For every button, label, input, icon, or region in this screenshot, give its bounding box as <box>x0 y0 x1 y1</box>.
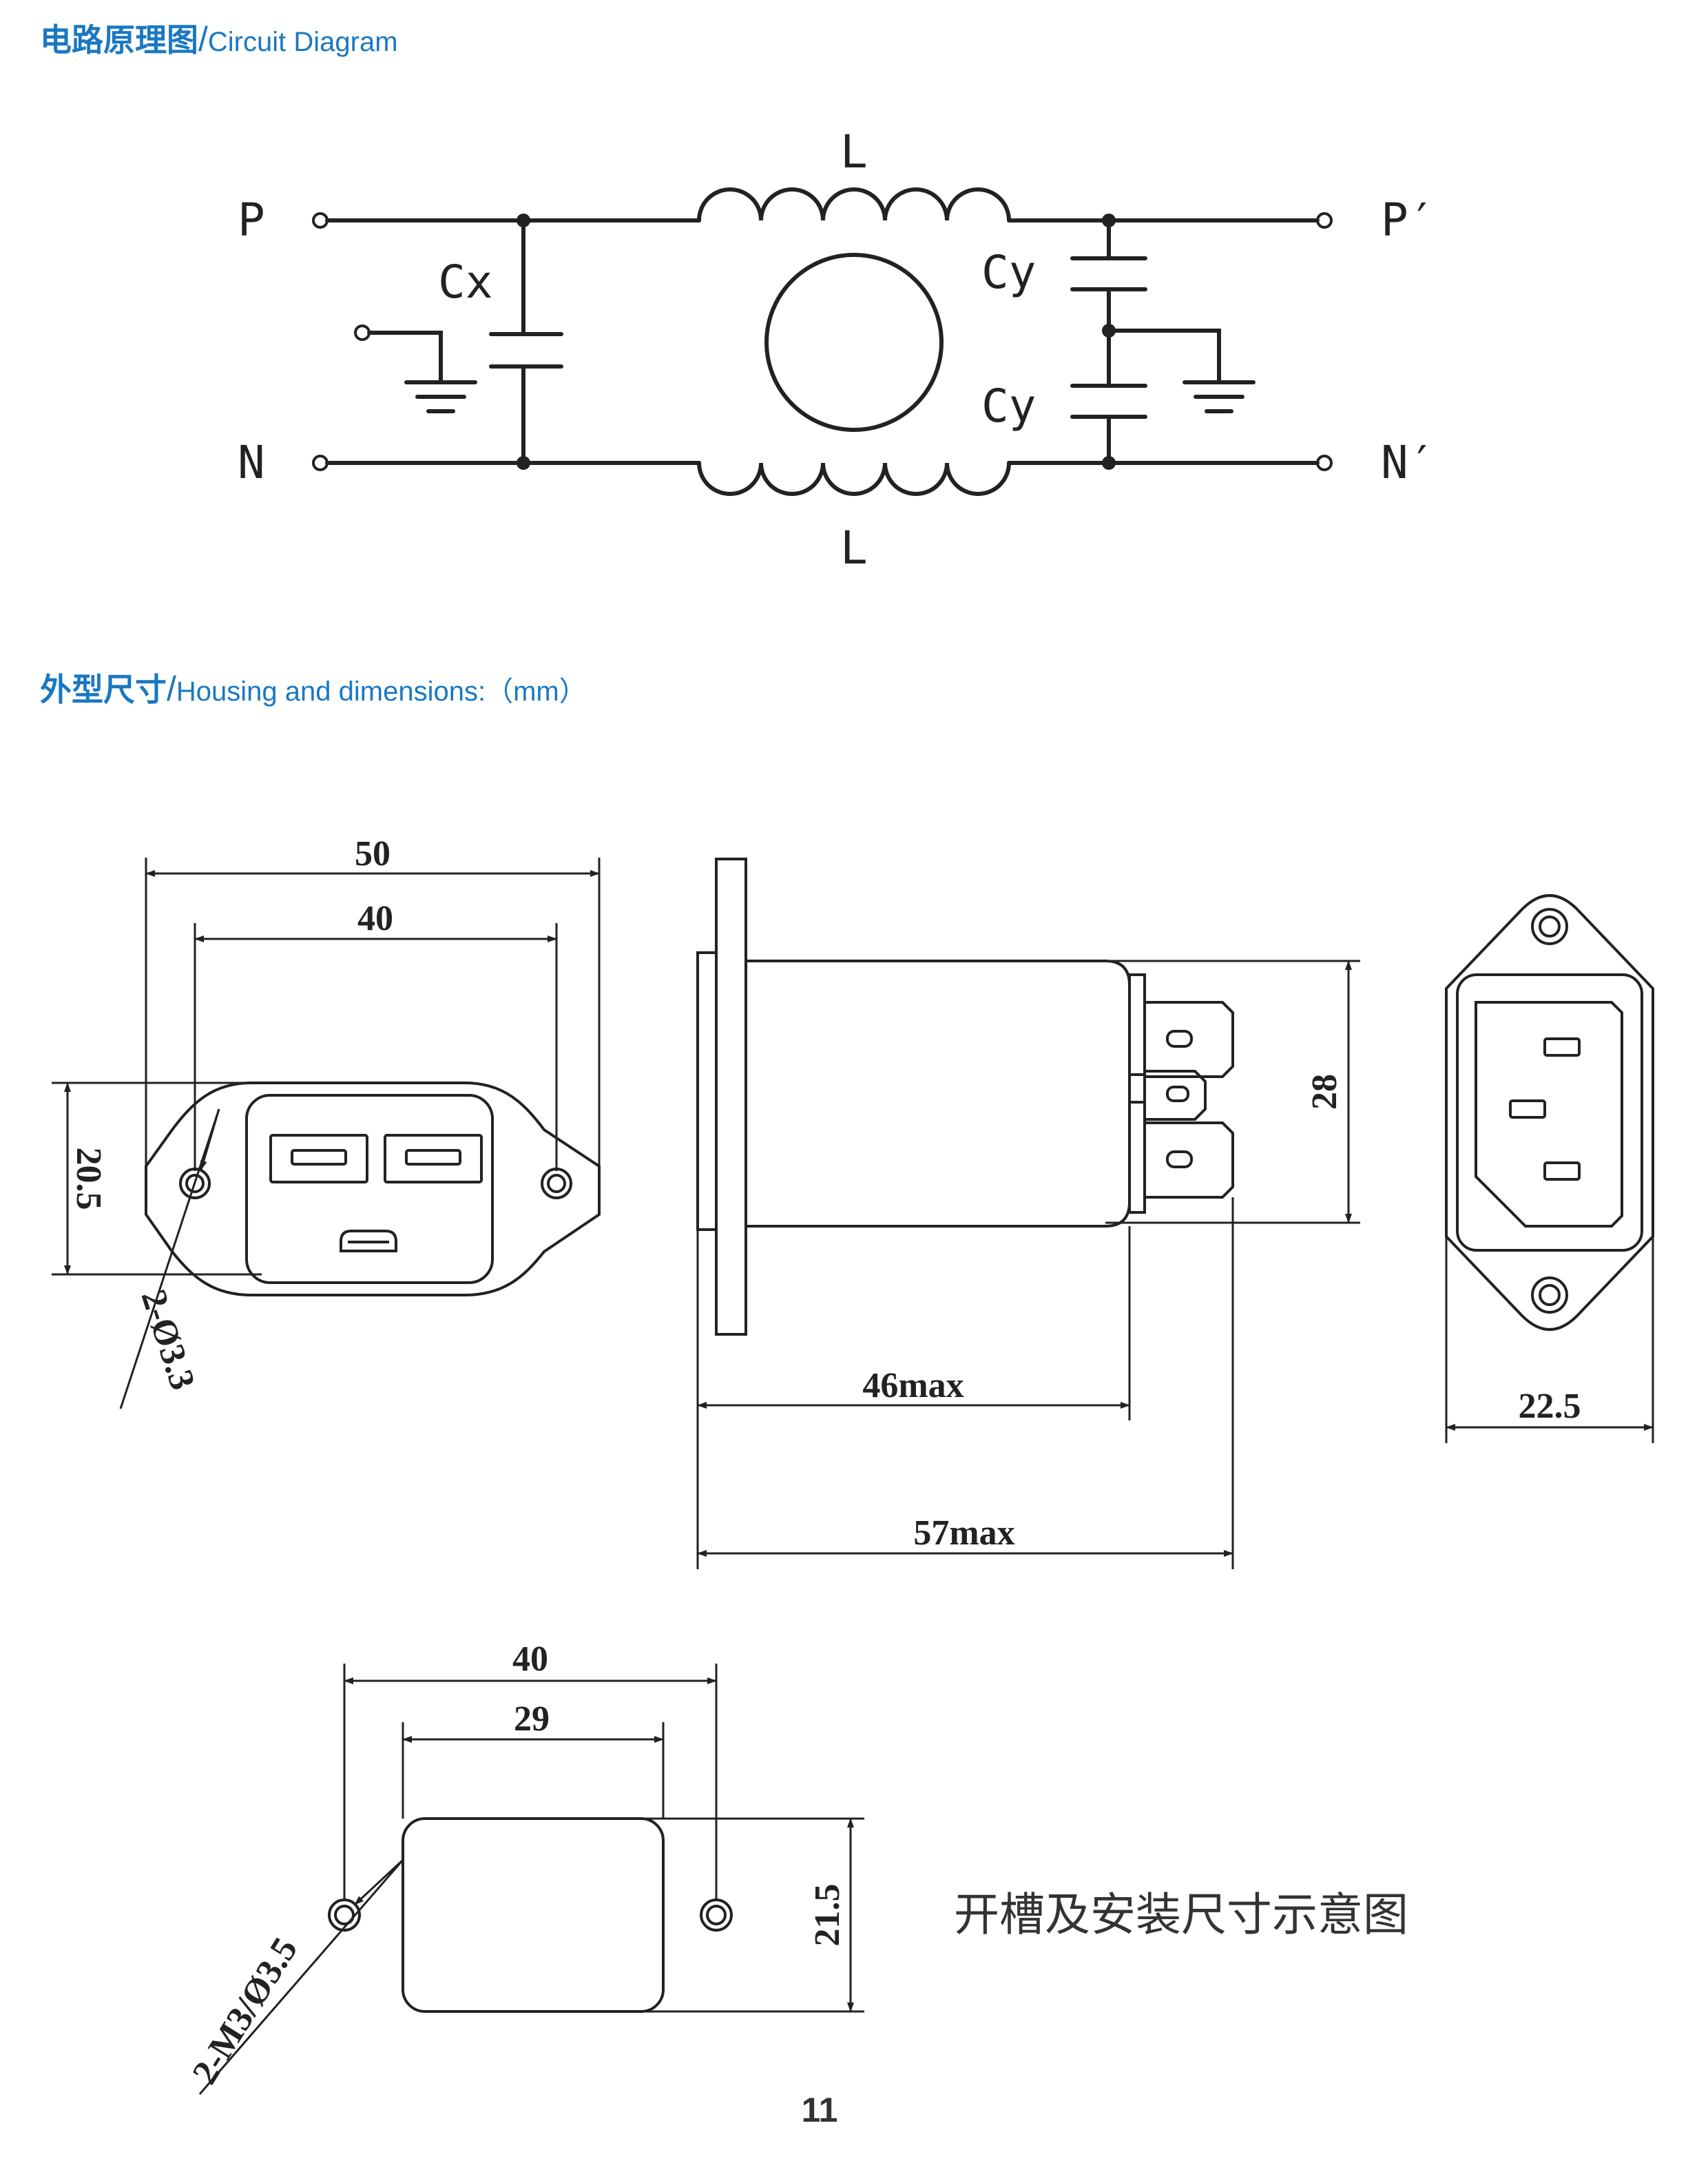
front-hole-right <box>541 1168 572 1199</box>
housing-heading-en: Housing and dimensions:（mm） <box>176 676 587 707</box>
inductor-core <box>764 253 944 432</box>
front-flange-outline <box>145 1082 601 1296</box>
front-view: 50 40 20.5 2-Ø3.3 <box>52 834 601 1409</box>
front-pin-right <box>405 1149 461 1166</box>
front-hole-right-inner <box>547 1174 566 1193</box>
side-body <box>746 960 1131 1228</box>
front-slot-right <box>384 1134 483 1183</box>
end-pin-mid <box>1509 1099 1546 1119</box>
terminal-n-out <box>1316 455 1333 471</box>
end-hole-bottom <box>1531 1276 1568 1314</box>
housing-dimensions-heading: 外型尺寸/Housing and dimensions:（mm） <box>40 665 587 710</box>
side-terminal-1-hole <box>1166 1030 1193 1048</box>
side-terminal-3 <box>1143 1121 1234 1199</box>
end-socket <box>1475 1001 1623 1228</box>
left-ground-wire <box>367 331 443 384</box>
front-pin-left <box>291 1149 347 1166</box>
circuit-heading-sep: / <box>198 20 208 59</box>
side-terminal-base-bottom <box>1128 1101 1146 1214</box>
side-terminal-base-top <box>1128 973 1146 1076</box>
leader-holes-front <box>119 1108 220 1409</box>
terminal-p-out <box>1316 212 1333 229</box>
front-earth-slot <box>340 1230 397 1252</box>
cutout-hole-right-inner <box>706 1905 727 1925</box>
leader-holes-front-arrow <box>200 1108 220 1170</box>
dim-label-cutout-holes: 2-M3/Ø3.5 <box>185 1931 306 2091</box>
inductor-bottom <box>697 461 1011 496</box>
dim-label-side-height: 28 <box>1305 1074 1344 1110</box>
side-front-lip <box>696 951 718 1231</box>
label-cy-top: Cy <box>981 246 1036 299</box>
dim-label-end-width: 22.5 <box>1519 1387 1581 1426</box>
side-flange <box>715 858 747 1336</box>
front-slot-left <box>269 1134 368 1183</box>
dim-label-body-length: 46max <box>862 1366 964 1405</box>
end-view: 22.5 <box>1445 894 1654 1443</box>
cutout-caption: 开槽及安装尺寸示意图 <box>954 1888 1408 1941</box>
dim-label-front-height: 20.5 <box>69 1148 108 1210</box>
dim-label-front-hole-pitch: 40 <box>357 899 393 938</box>
end-pin-bottom <box>1543 1161 1581 1181</box>
label-p-out: P′ <box>1381 194 1435 247</box>
dim-label-cutout-height: 21.5 <box>808 1884 847 1947</box>
panel-cutout-view: 40 29 21.5 2-M3/Ø3.5 开槽及安装尺寸示意图 <box>185 1639 1408 2095</box>
page-number: 11 <box>802 2091 838 2129</box>
leader-holes-cutout <box>198 1859 404 2095</box>
circuit-heading-en: Circuit Diagram <box>207 27 398 57</box>
label-cx: Cx <box>438 256 492 309</box>
circuit-diagram-heading: 电路原理图/Circuit Diagram <box>40 15 398 61</box>
housing-heading-sep: / <box>167 670 176 708</box>
dim-label-cutout-hole-pitch: 40 <box>512 1639 548 1679</box>
side-view: 28 46max 57max <box>696 858 1360 1569</box>
dim-label-front-width: 50 <box>355 834 390 873</box>
end-hole-top <box>1531 908 1568 945</box>
side-terminal-2 <box>1143 1070 1207 1121</box>
inductor-top <box>697 187 1011 223</box>
circuit-heading-zh: 电路原理图 <box>40 21 198 59</box>
side-terminal-1 <box>1143 1001 1234 1078</box>
circuit-schematic: P N P′ N′ L L Cx Cy Cy <box>238 125 1435 575</box>
dim-label-cutout-width: 29 <box>514 1699 550 1739</box>
side-terminal-2-hole <box>1166 1086 1189 1102</box>
label-p-in: P <box>238 194 265 247</box>
end-pin-top <box>1543 1037 1581 1057</box>
cutout-opening <box>402 1817 665 2013</box>
side-terminal-3-hole <box>1166 1150 1193 1168</box>
cutout-hole-right <box>700 1899 733 1932</box>
leader-holes-cutout-arrow <box>353 1859 404 1906</box>
label-inductor-bottom: L <box>840 521 868 575</box>
label-n-in: N <box>238 436 265 489</box>
label-cy-bottom: Cy <box>981 380 1036 433</box>
end-body <box>1456 973 1643 1252</box>
dim-label-total-length: 57max <box>913 1513 1014 1553</box>
front-socket-body <box>245 1094 494 1284</box>
housing-heading-zh: 外型尺寸 <box>40 671 167 708</box>
end-hole-top-inner <box>1539 915 1561 938</box>
cutout-hole-left-inner <box>334 1905 355 1925</box>
end-hole-bottom-inner <box>1539 1284 1561 1306</box>
right-ground-wire <box>1107 329 1221 384</box>
label-n-out: N′ <box>1381 436 1435 489</box>
label-inductor-top: L <box>840 125 868 178</box>
front-hole-left-inner <box>185 1174 205 1193</box>
